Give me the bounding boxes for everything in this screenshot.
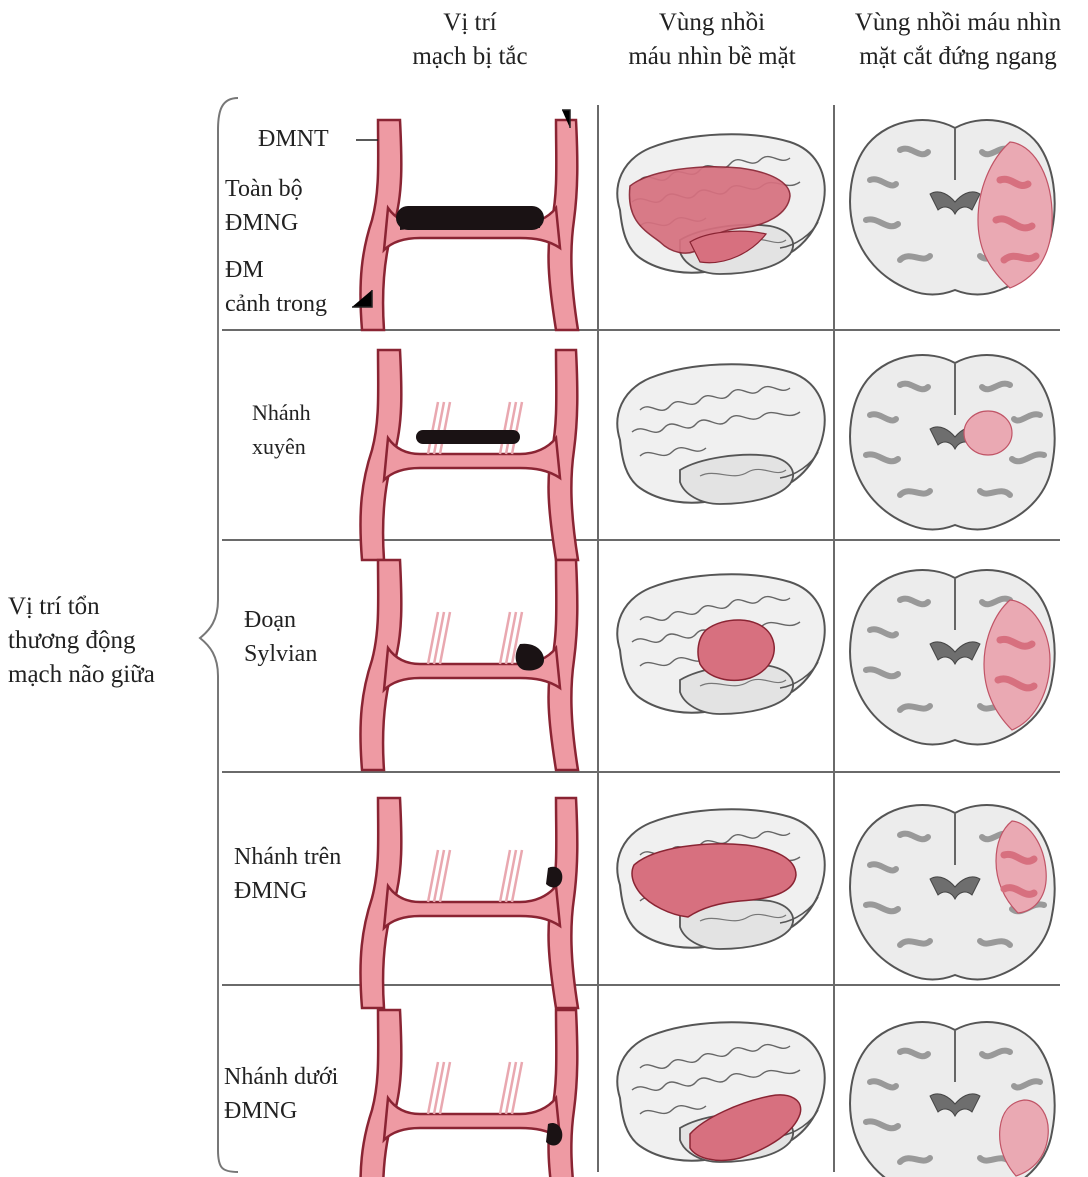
row-label-line: xuyên	[252, 430, 311, 464]
row-label-line: Sylvian	[244, 637, 317, 671]
header-surface-infarct: Vùng nhồi máu nhìn bề mặt	[598, 6, 826, 74]
row-label-perforators: Nhánh xuyên	[252, 396, 311, 464]
side-label-line: Vị trí tổn	[8, 590, 155, 624]
header-line: Vùng nhồi	[598, 6, 826, 40]
row4-lateral	[617, 809, 824, 949]
annotation-ica: ĐM cảnh trong	[225, 253, 327, 321]
row-label-line: Nhánh dưới	[224, 1060, 338, 1094]
row1-lateral	[617, 134, 824, 274]
row-label-line: Đoạn	[244, 603, 317, 637]
row2-vessel	[360, 350, 578, 560]
row3-lateral	[617, 574, 824, 714]
header-line: mặt cắt đứng ngang	[830, 40, 1086, 74]
row-label-entire: Toàn bộ ĐMNG	[225, 172, 303, 240]
row5-vessel	[360, 1010, 578, 1177]
row5-coronal	[850, 1022, 1055, 1177]
header-line: máu nhìn bề mặt	[598, 40, 826, 74]
side-label-line: thương động	[8, 624, 155, 658]
header-line: Vị trí	[380, 6, 560, 40]
row-label-line: Nhánh trên	[234, 840, 341, 874]
row-label-sylvian: Đoạn Sylvian	[244, 603, 317, 671]
row-label-line: Nhánh	[252, 396, 311, 430]
row4-coronal	[850, 805, 1055, 979]
row1-coronal	[850, 120, 1055, 294]
row-label-line: ĐMNG	[234, 874, 341, 908]
row3-coronal	[850, 570, 1055, 744]
header-line: Vùng nhồi máu nhìn	[830, 6, 1086, 40]
annotation-ica-line: cảnh trong	[225, 287, 327, 321]
row3-vessel	[360, 560, 578, 770]
annotation-dmnt-text: ĐMNT	[258, 126, 329, 152]
row-label-superior: Nhánh trên ĐMNG	[234, 840, 341, 908]
row-label-line: ĐMNG	[224, 1094, 338, 1128]
row4-vessel	[360, 798, 578, 1008]
side-label: Vị trí tổn thương động mạch não giữa	[8, 590, 155, 692]
side-label-line: mạch não giữa	[8, 658, 155, 692]
row1-vessel	[360, 120, 578, 330]
annotation-ica-line: ĐM	[225, 253, 327, 287]
row5-lateral	[617, 1022, 824, 1162]
row2-lateral	[617, 364, 824, 504]
header-vessel-site: Vị trí mạch bị tắc	[380, 6, 560, 74]
row-label-inferior: Nhánh dưới ĐMNG	[224, 1060, 338, 1128]
header-coronal-infarct: Vùng nhồi máu nhìn mặt cắt đứng ngang	[830, 6, 1086, 74]
annotation-dmnt: ĐMNT	[258, 122, 329, 156]
row-label-line: Toàn bộ	[225, 172, 303, 206]
row2-coronal	[850, 355, 1055, 529]
row-label-line: ĐMNG	[225, 206, 303, 240]
header-line: mạch bị tắc	[380, 40, 560, 74]
